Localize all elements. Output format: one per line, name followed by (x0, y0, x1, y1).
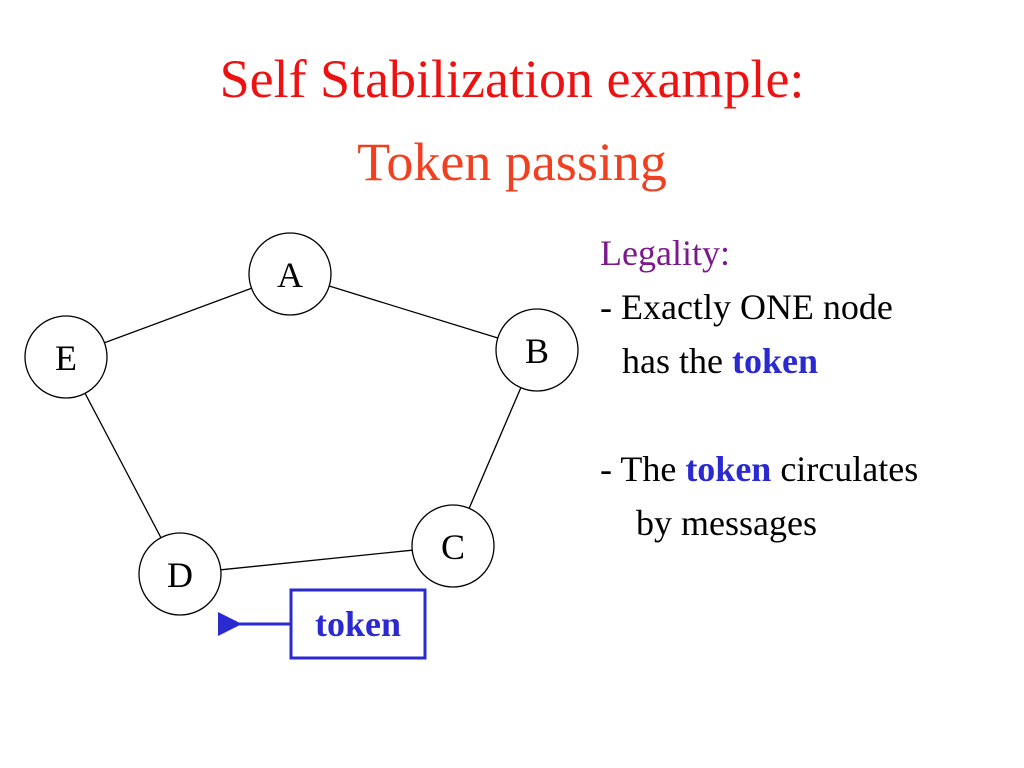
edge-b-c (468, 387, 522, 509)
rule-2-continuation: by messages (636, 503, 817, 543)
legality-heading: Legality: (600, 233, 730, 273)
legality-panel: Legality: - Exactly ONE node has the tok… (600, 226, 1020, 550)
node-label-d: D (167, 555, 193, 595)
node-label-e: E (55, 338, 77, 378)
node-label-b: B (525, 331, 549, 371)
ring-nodes: A B C D E (24, 232, 579, 616)
slide-title: Self Stabilization example: (219, 49, 805, 109)
ring-edges (84, 285, 522, 571)
slide-subtitle: Token passing (357, 132, 667, 192)
node-c: C (411, 504, 495, 588)
rule-1-text: - Exactly ONE node (600, 287, 893, 327)
node-circle-a (248, 232, 332, 316)
node-label-a: A (277, 255, 303, 295)
rule-spacer (600, 388, 1020, 442)
node-circle-e (24, 315, 108, 399)
rule-2-line-2: by messages (600, 496, 1020, 550)
rule-1-line-1: - Exactly ONE node (600, 280, 1020, 334)
edge-c-d (220, 549, 413, 571)
node-b: B (495, 308, 579, 392)
node-d: D (138, 532, 222, 616)
rule-2-suffix: circulates (771, 449, 919, 489)
rule-2-line-1: - The token circulates (600, 442, 1020, 496)
node-label-c: C (441, 527, 465, 567)
node-e: E (24, 315, 108, 399)
rule-2-keyword: token (685, 449, 772, 489)
rule-1-line-2: has the token (600, 334, 1020, 388)
token-group: token (218, 588, 427, 660)
token-box (289, 588, 427, 660)
node-circle-b (495, 308, 579, 392)
token-label: token (315, 604, 401, 644)
node-a: A (248, 232, 332, 316)
edge-e-a (104, 287, 252, 344)
edge-a-b (328, 285, 499, 339)
rule-1-continuation: has the (622, 341, 732, 381)
node-circle-c (411, 504, 495, 588)
node-circle-d (138, 532, 222, 616)
edge-d-e (84, 392, 162, 539)
rule-2-prefix: - The (600, 449, 686, 489)
rule-1-keyword: token (731, 341, 818, 381)
